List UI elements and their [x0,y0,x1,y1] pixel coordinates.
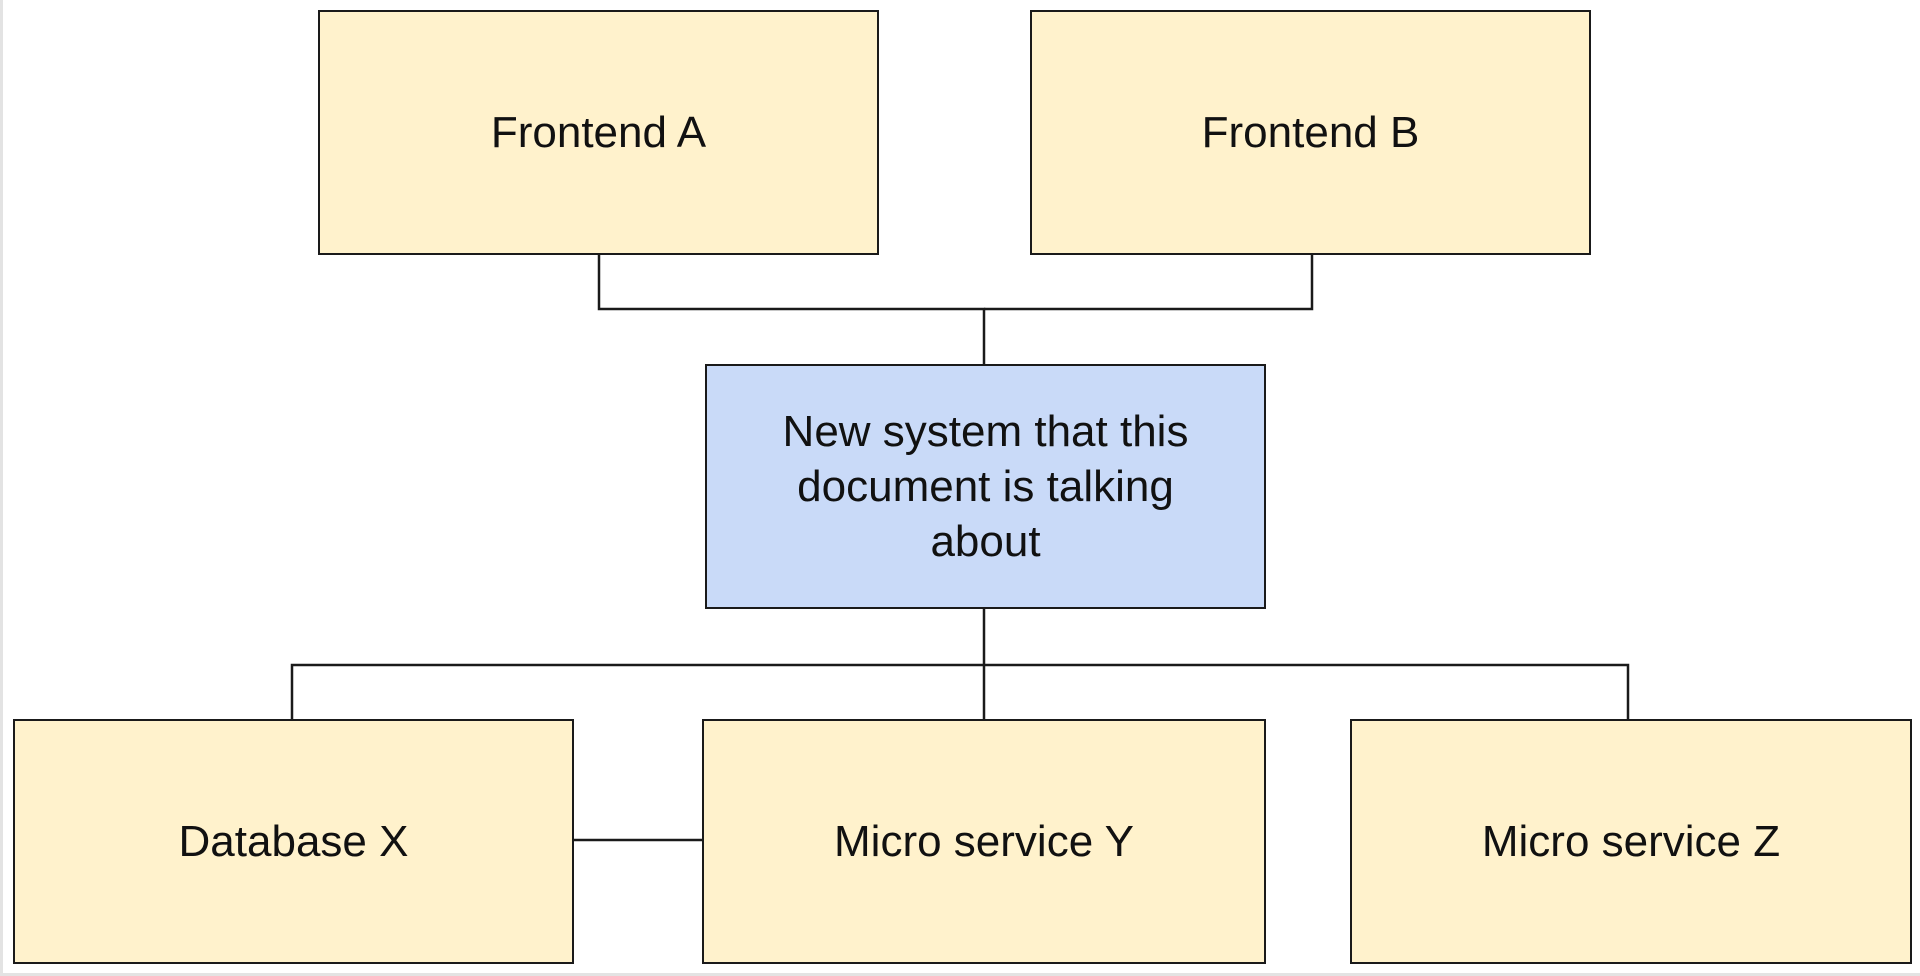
connector-frontend-b-to-new-system [984,255,1314,311]
canvas-bottom-border [0,973,1920,976]
connector-new-system-to-database-x [290,663,984,719]
node-label: Database X [178,817,409,866]
node-database-x: Database X [13,719,574,964]
node-label: Micro service Y [834,817,1134,866]
node-label: New system that this document is talking… [782,407,1189,566]
node-label: Frontend B [1201,108,1420,157]
node-frontend-b: Frontend B [1030,10,1591,255]
canvas-left-border [0,0,3,976]
node-new-system: New system that this document is talking… [705,364,1266,609]
node-frontend-a: Frontend A [318,10,879,255]
node-micro-service-y: Micro service Y [702,719,1266,964]
connector-frontend-a-to-new-system [597,255,986,364]
node-micro-service-z: Micro service Z [1350,719,1912,964]
node-label: Micro service Z [1481,817,1781,866]
connector-new-system-to-micro-service-z [984,663,1630,719]
node-label: Frontend A [490,108,707,157]
